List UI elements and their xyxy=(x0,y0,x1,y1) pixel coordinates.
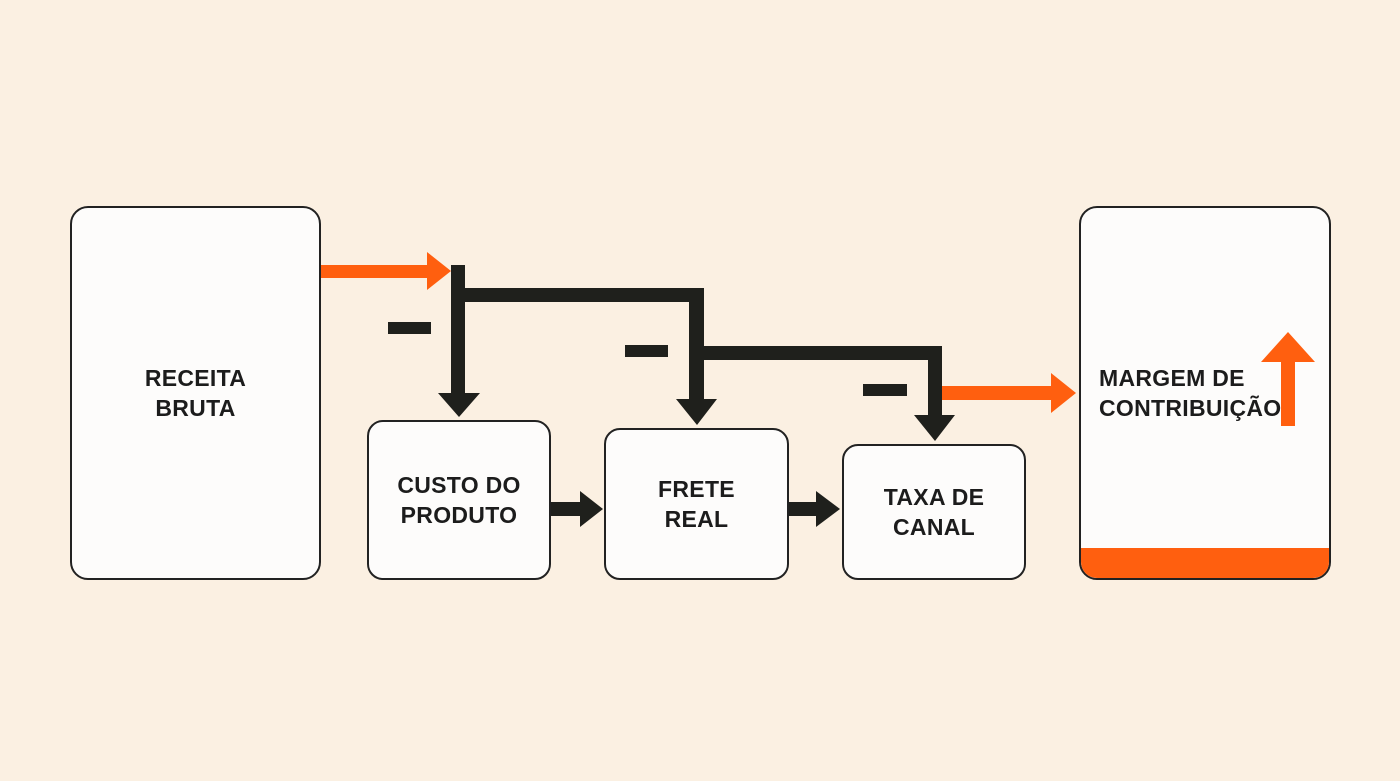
node-margem-de-contribuicao: MARGEM DE CONTRIBUIÇÃO xyxy=(1079,206,1331,580)
node-label: CUSTO DO PRODUTO xyxy=(397,472,521,528)
node-label: FRETE REAL xyxy=(658,476,735,532)
arrow-custo-to-frete xyxy=(551,491,603,527)
minus-operator xyxy=(388,322,431,334)
minus-operator xyxy=(625,345,668,357)
arrow-frete-to-taxa xyxy=(789,491,840,527)
margin-highlight-bar xyxy=(1081,548,1329,578)
node-label: RECEITA BRUTA xyxy=(144,365,247,421)
arrow-to-taxa xyxy=(697,346,955,441)
minus-operator xyxy=(863,384,907,396)
arrow-to-custo xyxy=(438,393,480,417)
node-custo-do-produto: CUSTO DO PRODUTO xyxy=(367,420,551,580)
arrow-to-frete xyxy=(676,288,717,425)
node-receita-bruta: RECEITA BRUTA xyxy=(70,206,321,580)
arrow-to-margem xyxy=(942,373,1076,413)
node-label: MARGEM DE CONTRIBUIÇÃO xyxy=(1099,365,1282,421)
node-taxa-de-canal: TAXA DE CANAL xyxy=(842,444,1026,580)
arrow-receita-out xyxy=(321,252,451,290)
node-label: TAXA DE CANAL xyxy=(883,484,985,540)
arrow-up-icon xyxy=(1261,332,1315,426)
node-frete-real: FRETE REAL xyxy=(604,428,789,580)
deduction-trunk xyxy=(451,265,704,395)
